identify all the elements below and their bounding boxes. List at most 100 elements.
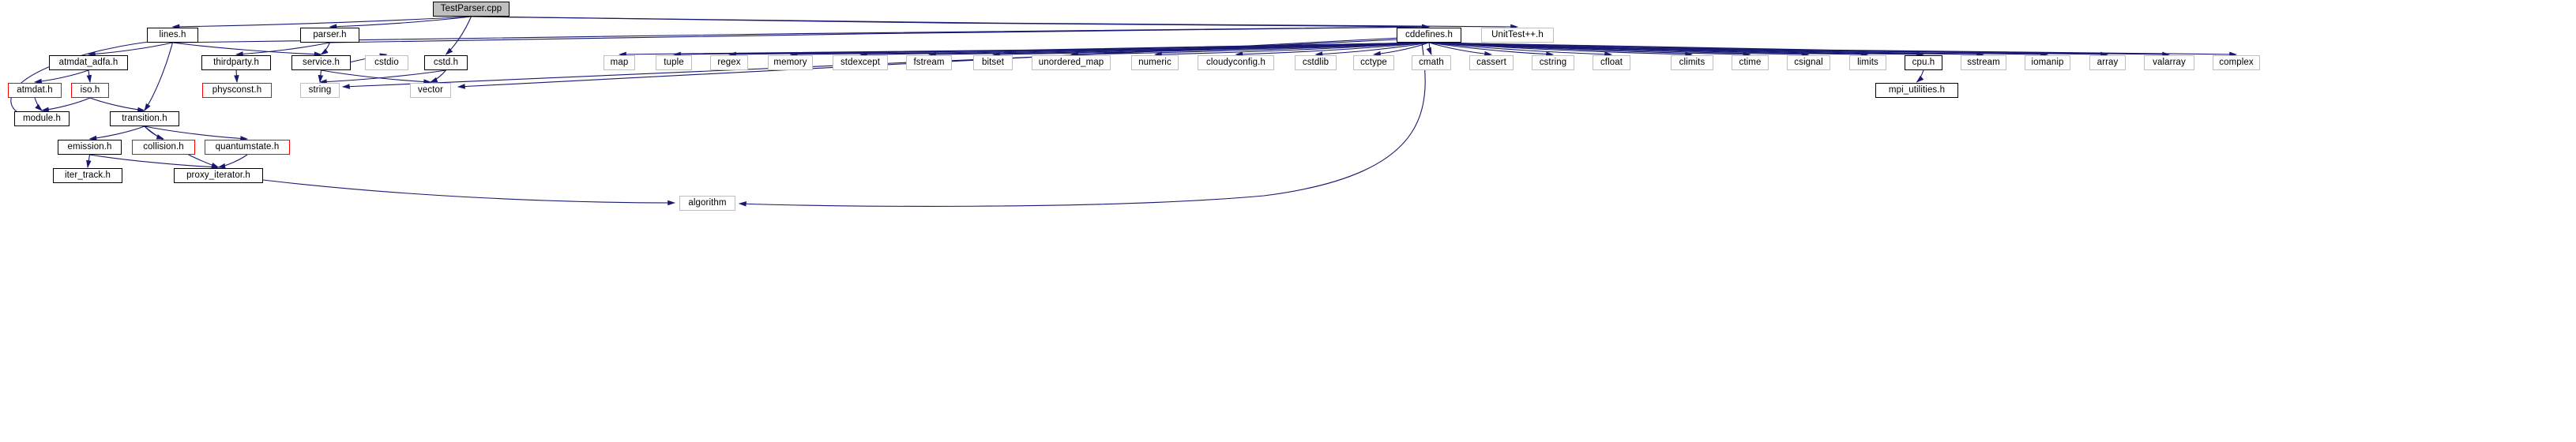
edge-cddefines-h-to-ctime: [1428, 42, 1751, 58]
node-numeric[interactable]: numeric: [1131, 55, 1179, 70]
node-cddefines-h[interactable]: cddefines.h: [1397, 28, 1461, 43]
node-testparser-cpp[interactable]: TestParser.cpp: [433, 2, 510, 17]
edge-cddefines-h-to-limits: [1428, 42, 1869, 58]
node-iso-h[interactable]: iso.h: [71, 83, 109, 98]
node-regex[interactable]: regex: [710, 55, 748, 70]
node-module-h[interactable]: module.h: [14, 111, 70, 126]
node-climits[interactable]: climits: [1671, 55, 1713, 70]
edge-iso-h-to-transition-h: [89, 97, 146, 113]
node-cassert[interactable]: cassert: [1469, 55, 1514, 70]
edge-cddefines-h-to-cfloat: [1428, 42, 1613, 58]
edge-service-h-to-vector: [321, 69, 432, 84]
edge-cddefines-h-to-cstring: [1428, 42, 1555, 57]
node-valarray[interactable]: valarray: [2144, 55, 2194, 70]
node-csignal[interactable]: csignal: [1787, 55, 1830, 70]
node-lines-h[interactable]: lines.h: [147, 28, 198, 43]
node-iter-track-h[interactable]: iter_track.h: [53, 168, 122, 183]
node-fstream[interactable]: fstream: [906, 55, 952, 70]
node-tuple[interactable]: tuple: [656, 55, 692, 70]
edge-group: [10, 16, 2238, 207]
edge-cddefines-h-to-numeric: [1153, 42, 1430, 58]
edge-atmdat-h-to-module-h: [34, 97, 43, 111]
node-sstream[interactable]: sstream: [1961, 55, 2006, 70]
node-memory[interactable]: memory: [768, 55, 813, 70]
node-quantumstate-h[interactable]: quantumstate.h: [205, 140, 290, 155]
node-cstd-h[interactable]: cstd.h: [424, 55, 468, 70]
edge-transition-h-to-emission-h: [88, 125, 145, 141]
node-atmdat-adfa-h[interactable]: atmdat_adfa.h: [49, 55, 128, 70]
node-algorithm[interactable]: algorithm: [679, 196, 735, 211]
node-thirdparty-h[interactable]: thirdparty.h: [201, 55, 271, 70]
node-ctime[interactable]: ctime: [1732, 55, 1769, 70]
edge-lines-h-to-module-h: [10, 40, 157, 120]
edge-lines-h-to-transition-h: [144, 42, 174, 111]
node-collision-h[interactable]: collision.h: [132, 140, 195, 155]
edge-cddefines-h-to-cpu-h: [1428, 42, 1925, 58]
edge-cddefines-h-to-bitset: [991, 42, 1430, 58]
node-array[interactable]: array: [2089, 55, 2126, 70]
edge-cddefines-h-to-unordered-map: [1070, 42, 1430, 58]
node-bitset[interactable]: bitset: [973, 55, 1013, 70]
edge-transition-h-to-quantumstate-h: [144, 125, 249, 141]
node-cctype[interactable]: cctype: [1353, 55, 1394, 70]
edge-lines-h-to-service-h: [172, 42, 322, 57]
edge-cddefines-h-to-cmath: [1426, 42, 1432, 56]
node-parser-h[interactable]: parser.h: [300, 28, 359, 43]
node-string[interactable]: string: [300, 83, 340, 98]
edge-cddefines-h-to-sstream: [1428, 42, 1985, 58]
node-unittest-h[interactable]: UnitTest++.h: [1481, 28, 1554, 43]
edge-cddefines-h-to-stdexcept: [859, 42, 1430, 58]
node-emission-h[interactable]: emission.h: [58, 140, 122, 155]
edge-cpu-h-to-mpi-utilities-h: [1916, 69, 1924, 83]
edge-TestParser-cpp-to-cstd-h: [445, 16, 472, 55]
edge-TestParser-cpp-to-parser-h: [329, 16, 472, 30]
edge-cddefines-h-to-fstream: [927, 42, 1430, 58]
edge-cddefines-h-to-memory: [789, 42, 1430, 58]
node-service-h[interactable]: service.h: [291, 55, 351, 70]
node-vector[interactable]: vector: [410, 83, 451, 98]
node-stdexcept[interactable]: stdexcept: [833, 55, 888, 70]
node-cstdio[interactable]: cstdio: [365, 55, 408, 70]
node-cstring[interactable]: cstring: [1532, 55, 1574, 70]
node-cpu-h[interactable]: cpu.h: [1905, 55, 1942, 70]
edge-proxy-iterator-h-to-algorithm: [262, 179, 676, 206]
edge-cddefines-h-to-iomanip: [1428, 42, 2049, 58]
edge-TestParser-cpp-to-UnitTest-h: [471, 16, 1519, 30]
node-cloudyconfig-h[interactable]: cloudyconfig.h: [1198, 55, 1274, 70]
edge-cddefines-h-to-valarray: [1428, 42, 2171, 58]
edge-cddefines-h-to-regex: [728, 42, 1430, 58]
node-map[interactable]: map: [604, 55, 635, 70]
edge-iso-h-to-module-h: [40, 97, 91, 113]
node-proxy-iterator-h[interactable]: proxy_iterator.h: [174, 168, 263, 183]
node-unordered-map[interactable]: unordered_map: [1032, 55, 1111, 70]
edge-TestParser-cpp-to-cddefines-h: [471, 16, 1431, 30]
edge-cddefines-h-to-climits: [1428, 42, 1694, 58]
edge-cddefines-h-to-tuple: [672, 42, 1430, 58]
node-complex[interactable]: complex: [2213, 55, 2260, 70]
node-atmdat-h[interactable]: atmdat.h: [8, 83, 62, 98]
edge-parser-h-to-service-h: [320, 42, 330, 55]
edge-quantumstate-h-to-proxy-iterator-h: [217, 154, 248, 169]
edge-lines-h-to-atmdat-adfa-h: [87, 42, 173, 57]
node-cstdlib[interactable]: cstdlib: [1295, 55, 1337, 70]
edge-cddefines-h-to-cloudyconfig-h: [1235, 42, 1430, 58]
edge-TestParser-cpp-to-lines-h: [171, 16, 472, 30]
edge-cddefines-h-to-cctype: [1372, 42, 1430, 57]
edge-parser-h-to-thirdparty-h: [235, 42, 330, 57]
edge-service-h-to-string: [318, 69, 324, 84]
node-physconst-h[interactable]: physconst.h: [202, 83, 272, 98]
node-cmath[interactable]: cmath: [1412, 55, 1451, 70]
node-transition-h[interactable]: transition.h: [110, 111, 179, 126]
edge-thirdparty-h-to-physconst-h: [234, 69, 239, 84]
edge-cddefines-h-to-cstdlib: [1314, 42, 1430, 57]
edge-cddefines-h-to-map: [618, 42, 1430, 58]
edge-cddefines-h-to-complex: [1428, 42, 2238, 58]
node-cfloat[interactable]: cfloat: [1593, 55, 1630, 70]
node-limits[interactable]: limits: [1849, 55, 1886, 70]
edge-cddefines-h-to-csignal: [1428, 42, 1810, 58]
edge-lines-h-to-cddefines-h: [172, 24, 1431, 43]
edge-cddefines-h-to-array: [1428, 42, 2109, 58]
node-iomanip[interactable]: iomanip: [2025, 55, 2070, 70]
node-mpi-utilities-h[interactable]: mpi_utilities.h: [1875, 83, 1958, 98]
